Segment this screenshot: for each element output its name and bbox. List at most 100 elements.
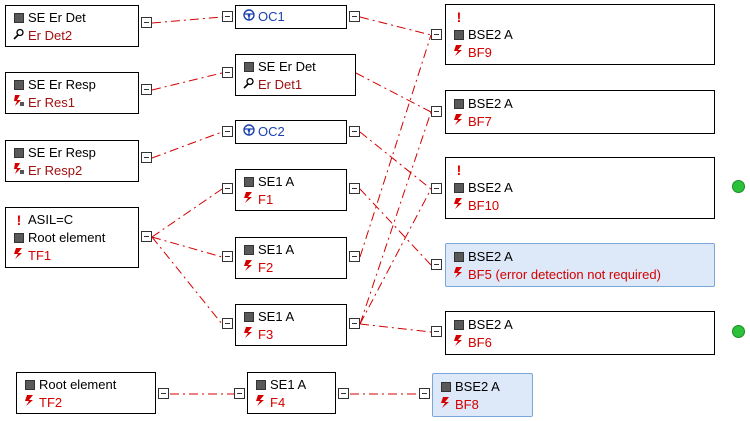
link-line [151, 72, 223, 91]
collapse-toggle[interactable] [431, 183, 442, 194]
node-label: BSE2 A [455, 379, 500, 394]
collapse-toggle[interactable] [222, 67, 233, 78]
element-icon [453, 179, 465, 197]
exclamation-icon: ! [456, 9, 462, 25]
collapse-toggle[interactable] [431, 29, 442, 40]
node-se-er-resp-1[interactable]: SE Er Resp Er Res1 [5, 72, 139, 114]
node-se1a-f3[interactable]: SE1 A F3 [235, 304, 347, 346]
node-label: BSE2 A [468, 96, 513, 111]
node-function: F1 [258, 192, 274, 207]
steering-wheel-icon [243, 8, 255, 26]
node-bse-bf8[interactable]: BSE2 A BF8 [432, 373, 533, 417]
node-function: BF5 (error detection not required) [468, 267, 661, 282]
node-se-er-resp-2[interactable]: SE Er Resp Er Resp2 [5, 140, 139, 182]
collapse-toggle[interactable] [349, 126, 360, 137]
fault-icon [453, 44, 465, 62]
collapse-toggle[interactable] [419, 388, 430, 399]
node-label: OC2 [258, 124, 285, 139]
detection-icon [13, 27, 25, 45]
fault-icon [243, 326, 255, 344]
fault-icon [440, 396, 452, 414]
node-se-er-det[interactable]: SE Er Det Er Det2 [5, 5, 139, 47]
node-oc1[interactable]: OC1 [235, 5, 347, 29]
element-icon [453, 316, 465, 334]
node-function: BF8 [455, 397, 479, 412]
collapse-toggle[interactable] [141, 231, 152, 242]
collapse-toggle[interactable] [349, 251, 360, 262]
response-icon [13, 162, 25, 180]
link-line [359, 323, 432, 333]
node-function: F3 [258, 327, 274, 342]
link-line [359, 188, 432, 325]
node-label: BSE2 A [468, 249, 513, 264]
node-function: TF2 [39, 395, 63, 410]
collapse-toggle[interactable] [431, 326, 442, 337]
status-indicator [732, 180, 745, 193]
node-bse-bf5[interactable]: BSE2 A BF5 (error detection not required… [445, 243, 715, 287]
collapse-toggle[interactable] [349, 11, 360, 22]
node-label: SE1 A [258, 309, 295, 324]
node-asil: ASIL=C [28, 212, 74, 227]
fault-icon [453, 113, 465, 131]
collapse-toggle[interactable] [222, 11, 233, 22]
element-icon [13, 144, 25, 162]
element-icon [243, 173, 255, 191]
link-line [151, 236, 223, 325]
node-error: Er Det2 [28, 28, 73, 43]
collapse-toggle[interactable] [338, 388, 349, 399]
node-bse-bf9[interactable]: ! BSE2 A BF9 [445, 4, 715, 65]
element-icon [13, 229, 25, 247]
node-label: OC1 [258, 9, 285, 24]
collapse-toggle[interactable] [431, 259, 442, 270]
link-line [355, 72, 432, 113]
element-icon [24, 376, 36, 394]
collapse-toggle[interactable] [141, 84, 152, 95]
node-label: BSE2 A [468, 180, 513, 195]
collapse-toggle[interactable] [222, 126, 233, 137]
fault-icon [453, 197, 465, 215]
node-function: BF10 [468, 198, 500, 213]
collapse-toggle[interactable] [158, 388, 169, 399]
element-icon [243, 241, 255, 259]
collapse-toggle[interactable] [141, 17, 152, 28]
node-error: Er Det1 [258, 77, 303, 92]
element-icon [13, 9, 25, 27]
node-bse-bf10[interactable]: ! BSE2 A BF10 [445, 157, 715, 219]
fault-icon [453, 334, 465, 352]
node-se1a-f1[interactable]: SE1 A F1 [235, 169, 347, 211]
node-function: TF1 [28, 248, 52, 263]
collapse-toggle[interactable] [234, 388, 245, 399]
exclamation-icon: ! [456, 162, 462, 178]
response-icon [13, 94, 25, 112]
element-icon [255, 376, 267, 394]
detection-icon [243, 76, 255, 94]
collapse-toggle[interactable] [141, 152, 152, 163]
node-label: Root element [39, 377, 117, 392]
fault-icon [243, 259, 255, 277]
node-bse-bf7[interactable]: BSE2 A BF7 [445, 90, 715, 134]
node-label: SE Er Det [28, 10, 86, 25]
element-icon [243, 58, 255, 76]
node-se-er-det-1[interactable]: SE Er Det Er Det1 [235, 54, 356, 96]
node-label: SE Er Resp [28, 145, 96, 160]
node-root-tf1[interactable]: !ASIL=C Root element TF1 [5, 207, 139, 268]
collapse-toggle[interactable] [222, 251, 233, 262]
node-function: BF7 [468, 114, 492, 129]
link-line [151, 131, 223, 159]
node-oc2[interactable]: OC2 [235, 120, 347, 144]
node-label: SE1 A [258, 174, 295, 189]
collapse-toggle[interactable] [431, 106, 442, 117]
exclamation-icon: ! [16, 212, 22, 228]
collapse-toggle[interactable] [222, 318, 233, 329]
element-icon [453, 95, 465, 113]
node-se1a-f2[interactable]: SE1 A F2 [235, 237, 347, 279]
node-bse-bf6[interactable]: BSE2 A BF6 [445, 311, 715, 355]
node-root-tf2[interactable]: Root element TF2 [16, 372, 156, 414]
node-se1a-f4[interactable]: SE1 A F4 [247, 372, 336, 414]
collapse-toggle[interactable] [222, 183, 233, 194]
collapse-toggle[interactable] [349, 318, 360, 329]
node-function: BF9 [468, 45, 492, 60]
collapse-toggle[interactable] [349, 183, 360, 194]
link-line [151, 236, 223, 258]
